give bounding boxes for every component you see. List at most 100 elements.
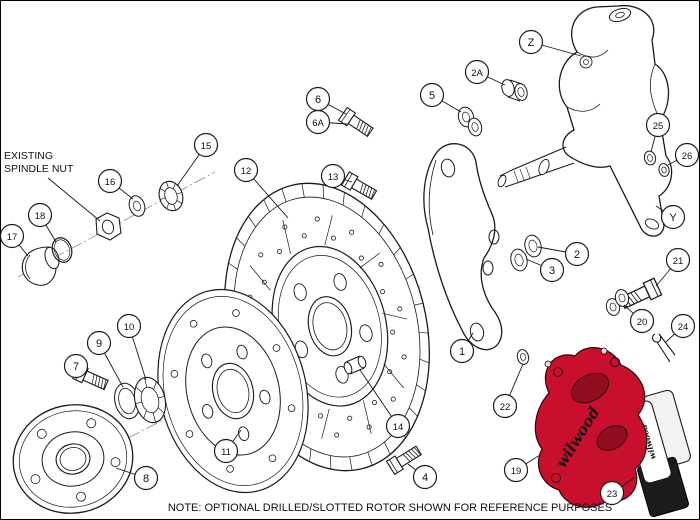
callout-balloon xyxy=(665,247,691,273)
callout-number: 8 xyxy=(143,473,149,485)
tick xyxy=(249,265,271,291)
callout-number: 1 xyxy=(459,346,465,358)
callout-balloon xyxy=(503,457,529,483)
rotor-adapter xyxy=(157,288,309,494)
tick xyxy=(153,381,157,390)
hole xyxy=(185,430,194,438)
callout-1: 1 xyxy=(449,332,475,364)
tick xyxy=(166,202,170,209)
hole xyxy=(76,491,86,502)
callout-number: 2 xyxy=(574,249,580,261)
callout-23: 23 xyxy=(599,477,635,506)
hole xyxy=(390,396,396,402)
callout-balloon xyxy=(599,480,625,506)
hole xyxy=(226,465,234,473)
callout-balloon xyxy=(419,82,445,108)
callout-13: 13 xyxy=(320,163,353,189)
hole xyxy=(397,306,403,312)
tick xyxy=(281,188,287,202)
caliper-bracket xyxy=(423,143,503,351)
tick xyxy=(301,183,305,198)
tick xyxy=(414,302,424,306)
hole xyxy=(287,404,296,412)
tick xyxy=(367,452,373,466)
tick xyxy=(378,224,385,235)
hole xyxy=(30,474,41,485)
brake-caliper: wilwood xyxy=(534,347,648,508)
hole xyxy=(330,235,336,241)
tick xyxy=(322,184,324,199)
wheel-stud xyxy=(343,355,367,375)
callout-5: 5 xyxy=(419,82,462,113)
hole xyxy=(301,233,307,239)
callout-balloon xyxy=(645,112,671,138)
hole xyxy=(282,224,288,230)
callout-balloon xyxy=(0,223,25,249)
callout-10: 10 xyxy=(116,313,147,381)
tick xyxy=(363,400,372,434)
tick xyxy=(173,203,176,211)
callout-20: 20 xyxy=(623,304,655,334)
callout-number: 12 xyxy=(241,166,252,177)
callout-14: 14 xyxy=(359,369,411,439)
callout-8: 8 xyxy=(115,465,159,491)
callout-number: 10 xyxy=(124,322,135,333)
spindle-nut-label: EXISTING SPINDLE NUT xyxy=(4,150,101,222)
outer-bearing xyxy=(158,180,184,212)
hole xyxy=(110,457,121,468)
tick xyxy=(419,358,430,364)
callout-number: 21 xyxy=(673,256,684,267)
tick xyxy=(159,188,166,192)
callout-9: 9 xyxy=(86,330,124,388)
hole xyxy=(232,309,240,317)
callout-balloon xyxy=(86,330,112,356)
callout-number: 23 xyxy=(607,489,618,500)
callout-11: 11 xyxy=(213,429,242,464)
lug-hole xyxy=(333,273,347,291)
hole xyxy=(334,432,340,438)
hole xyxy=(258,252,264,258)
callout-balloon xyxy=(629,308,655,334)
spindle-shaft xyxy=(497,146,575,188)
tick xyxy=(382,312,408,320)
tick xyxy=(228,262,238,270)
callout-balloon xyxy=(518,29,544,55)
callout-number: 20 xyxy=(637,317,648,328)
hole xyxy=(366,424,372,430)
caliper-piston-bore xyxy=(596,425,628,451)
callout-balloon xyxy=(97,168,123,194)
tick xyxy=(144,377,148,388)
tick xyxy=(152,412,156,423)
callout-26: 26 xyxy=(667,142,700,168)
callout-balloon xyxy=(492,393,518,419)
callout-4: 4 xyxy=(407,463,438,490)
hole xyxy=(86,418,97,429)
callout-balloon xyxy=(449,338,475,364)
callout-balloon xyxy=(670,313,696,339)
spindle-label-line2: SPINDLE NUT xyxy=(4,163,74,175)
lug-hole xyxy=(293,283,307,301)
spindle-nut xyxy=(95,212,122,241)
callout-number: 26 xyxy=(682,151,693,162)
spindle-washer xyxy=(128,195,146,217)
tick xyxy=(158,396,165,399)
callout-number: 25 xyxy=(653,121,664,132)
tick xyxy=(384,441,391,455)
shim-washer xyxy=(516,349,530,365)
tick xyxy=(159,197,166,200)
callout-Z: Z xyxy=(518,29,582,57)
tick xyxy=(176,192,183,195)
callout-number: Y xyxy=(669,212,677,224)
callout-balloon xyxy=(385,413,411,439)
callout-balloon xyxy=(320,163,346,189)
hole xyxy=(170,370,179,378)
callout-balloon xyxy=(116,313,142,339)
callout-number: 6 xyxy=(315,94,321,106)
callout-21: 21 xyxy=(655,247,691,287)
reference-note: NOTE: OPTIONAL DRILLED/SLOTTED ROTOR SHO… xyxy=(168,502,612,514)
hole xyxy=(378,261,384,267)
callout-balloon xyxy=(539,257,565,283)
callout-number: Z xyxy=(528,37,535,49)
